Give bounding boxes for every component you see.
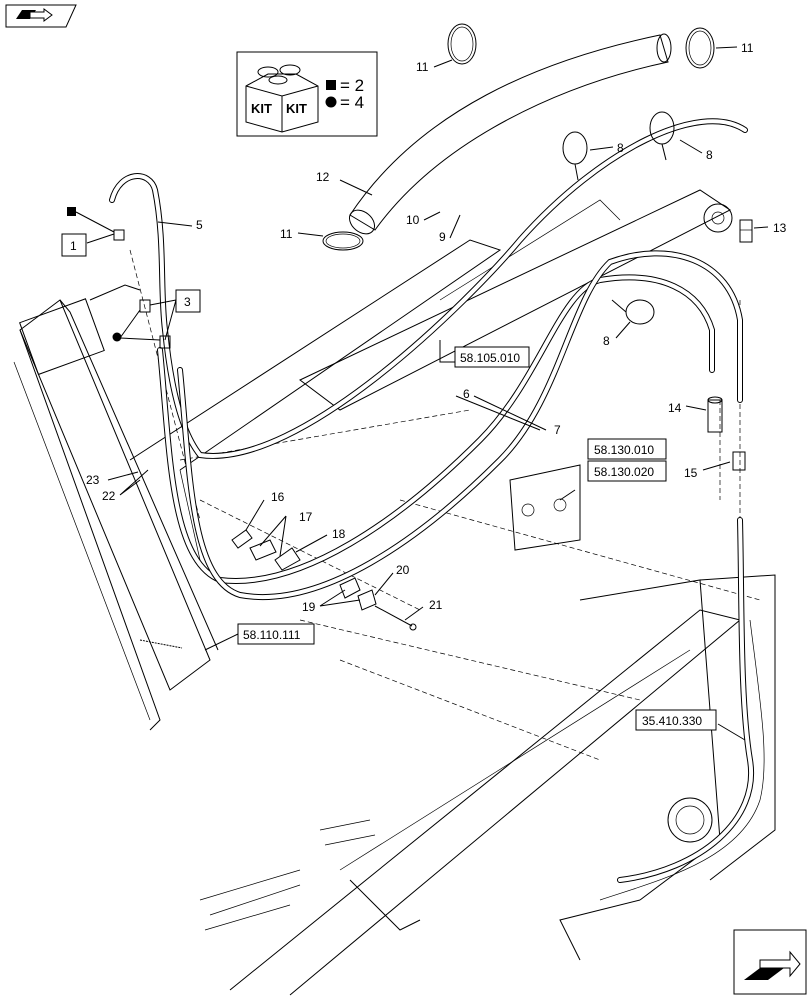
callout-6[interactable]: 6 bbox=[463, 387, 470, 401]
svg-text:58.110.111: 58.110.111 bbox=[243, 628, 301, 642]
clamp-11-bottom bbox=[322, 231, 364, 251]
callout-21[interactable]: 21 bbox=[429, 598, 443, 612]
callout-8-a[interactable]: 8 bbox=[617, 141, 624, 155]
fitting-1 bbox=[113, 229, 125, 241]
clamp-11-top-left bbox=[447, 23, 477, 65]
fittings-3 bbox=[139, 299, 171, 349]
svg-text:58.105.010: 58.105.010 bbox=[460, 351, 520, 365]
square-qty: = 2 bbox=[340, 76, 364, 95]
hose-5 bbox=[109, 118, 748, 459]
svg-text:58.130.010: 58.130.010 bbox=[594, 443, 654, 457]
circle-marker-icon bbox=[112, 332, 122, 342]
callout-11-b[interactable]: 11 bbox=[741, 41, 754, 55]
ref-58-105-010[interactable]: 58.105.010 bbox=[454, 346, 530, 368]
hose-sleeve-12 bbox=[348, 33, 672, 235]
callout-10[interactable]: 10 bbox=[406, 213, 420, 227]
coupler-14 bbox=[707, 396, 723, 433]
callout-19[interactable]: 19 bbox=[302, 600, 316, 614]
svg-text:1: 1 bbox=[70, 239, 77, 253]
callout-13[interactable]: 13 bbox=[773, 221, 787, 235]
callout-20[interactable]: 20 bbox=[396, 563, 410, 577]
callout-18[interactable]: 18 bbox=[332, 527, 346, 541]
clip-8-b bbox=[649, 111, 675, 161]
clip-8-c bbox=[611, 299, 655, 325]
callout-11-c[interactable]: 11 bbox=[280, 227, 293, 241]
callout-14[interactable]: 14 bbox=[668, 401, 682, 415]
kit-label-right: KIT bbox=[286, 101, 307, 116]
callout-15[interactable]: 15 bbox=[684, 466, 698, 480]
callout-11-a[interactable]: 11 bbox=[416, 60, 429, 74]
callout-23[interactable]: 23 bbox=[86, 473, 100, 487]
callout-22[interactable]: 22 bbox=[102, 489, 116, 503]
ref-58-110-111[interactable]: 58.110.111 bbox=[237, 623, 315, 645]
callout-8-b[interactable]: 8 bbox=[706, 148, 713, 162]
callout-9[interactable]: 9 bbox=[439, 230, 446, 244]
leader-lines bbox=[75, 46, 769, 741]
coupler-15 bbox=[732, 451, 746, 471]
spring-23 bbox=[139, 639, 183, 649]
callout-5[interactable]: 5 bbox=[196, 218, 203, 232]
clip-8-a bbox=[562, 131, 588, 181]
kit-box: KIT KIT = 2 = 4 bbox=[236, 51, 378, 137]
ref-58-130-010[interactable]: 58.130.010 bbox=[587, 438, 667, 460]
next-page-arrow-icon[interactable] bbox=[733, 929, 807, 995]
callout-8-c[interactable]: 8 bbox=[603, 334, 610, 348]
svg-text:35.410.330: 35.410.330 bbox=[642, 714, 702, 728]
svg-text:3: 3 bbox=[184, 295, 191, 309]
svg-text:58.130.020: 58.130.020 bbox=[594, 465, 654, 479]
kit-boxes-icon: KIT KIT bbox=[245, 64, 319, 133]
circle-qty: = 4 bbox=[340, 93, 364, 112]
kit-label-left: KIT bbox=[251, 101, 272, 116]
book-arrow-icon[interactable] bbox=[5, 4, 77, 28]
callout-3[interactable]: 3 bbox=[175, 289, 201, 313]
callout-17[interactable]: 17 bbox=[299, 510, 313, 524]
circle-symbol-icon bbox=[325, 96, 337, 108]
clamp-11-top-right bbox=[685, 27, 715, 69]
callout-1[interactable]: 1 bbox=[61, 233, 87, 257]
frame-structure bbox=[13, 189, 776, 996]
square-marker-icon bbox=[67, 207, 76, 216]
callout-7[interactable]: 7 bbox=[554, 423, 561, 437]
ref-35-410-330[interactable]: 35.410.330 bbox=[635, 709, 717, 731]
callout-12[interactable]: 12 bbox=[316, 170, 330, 184]
callout-16[interactable]: 16 bbox=[271, 490, 285, 504]
bolt-21 bbox=[374, 605, 417, 631]
fitting-13 bbox=[739, 219, 753, 243]
square-symbol-icon bbox=[326, 80, 336, 90]
hose-6 bbox=[157, 274, 715, 584]
lower-hoses bbox=[599, 517, 765, 901]
hose-7 bbox=[177, 250, 743, 600]
ref-58-130-020[interactable]: 58.130.020 bbox=[587, 460, 667, 482]
